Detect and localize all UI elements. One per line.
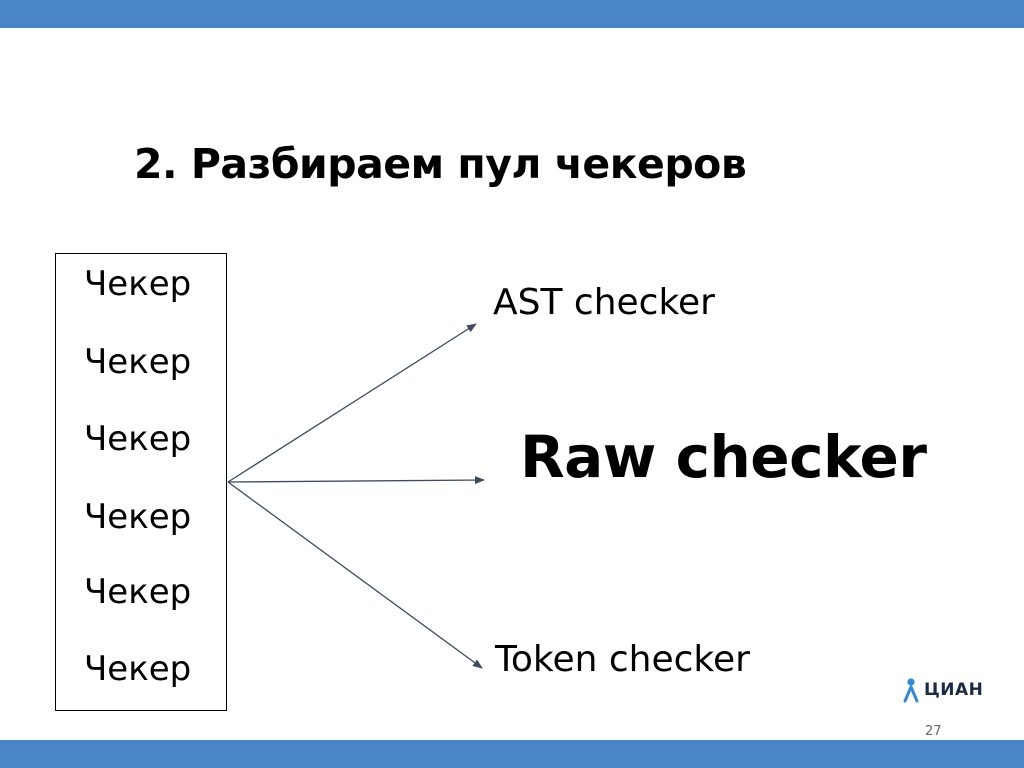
slide-title: 2. Разбираем пул чекеров bbox=[134, 140, 747, 188]
ast-checker-label: AST checker bbox=[493, 282, 715, 323]
arrow-to-ast-checker bbox=[227, 323, 477, 483]
pool-item: Чекер bbox=[84, 264, 192, 304]
pool-item: Чекер bbox=[84, 572, 192, 612]
top-bar bbox=[0, 0, 1024, 28]
cian-logo: ЦИАН bbox=[902, 676, 983, 704]
arrow-to-token-checker bbox=[227, 481, 483, 669]
bottom-bar bbox=[0, 740, 1024, 768]
pool-item: Чекер bbox=[84, 497, 192, 537]
raw-checker-label: Raw checker bbox=[520, 423, 927, 491]
pool-item: Чекер bbox=[84, 649, 192, 689]
pool-item: Чекер bbox=[84, 342, 192, 382]
logo-text: ЦИАН bbox=[924, 680, 984, 700]
person-icon bbox=[903, 678, 919, 703]
arrow-to-raw-checker bbox=[227, 476, 485, 485]
checker-pool-box: Чекер Чекер Чекер Чекер Чекер Чекер bbox=[55, 253, 227, 711]
token-checker-label: Token checker bbox=[495, 639, 750, 680]
page-number: 27 bbox=[925, 724, 942, 739]
pool-item: Чекер bbox=[84, 419, 192, 459]
